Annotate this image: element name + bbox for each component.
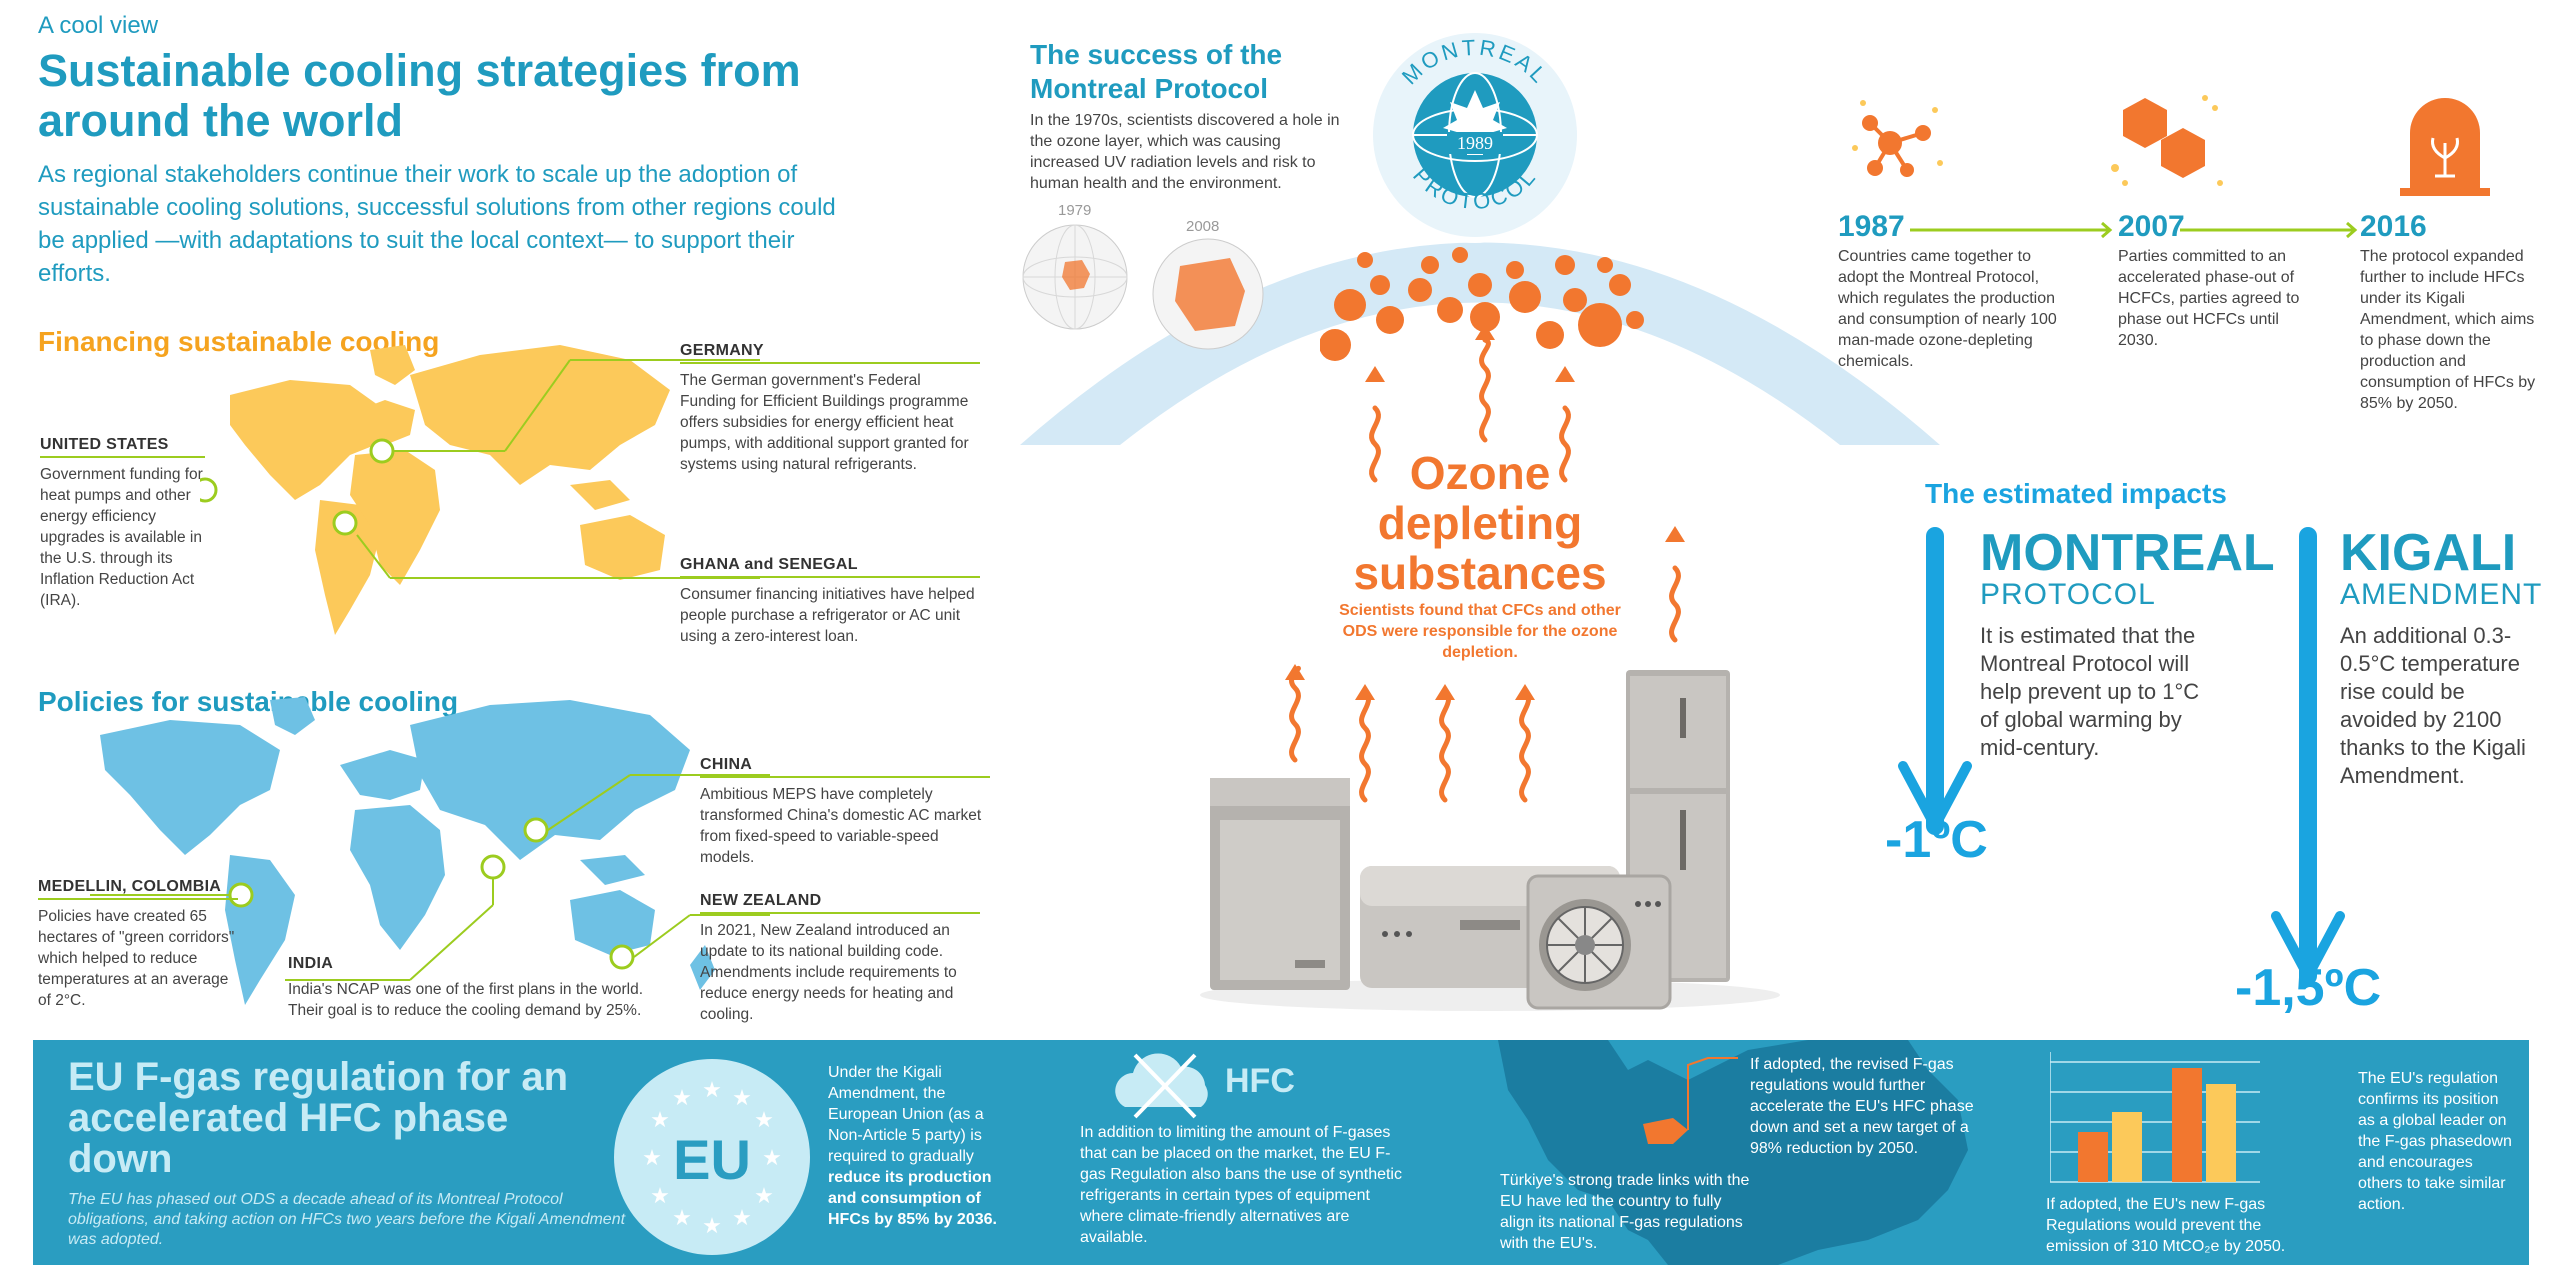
china-name: CHINA [700,756,990,778]
leader-text: The EU's regulation confirms its positio… [2358,1070,2512,1213]
svg-text:★: ★ [672,1085,692,1110]
montreal-title: The success of the Montreal Protocol [1030,39,1283,104]
ods-rising-arrows [1285,330,1685,803]
globe-2008-icon [1152,238,1264,350]
ghana-text: Consumer financing initiatives have help… [680,586,975,645]
svg-text:★: ★ [650,1107,670,1132]
eu-kigali-text-a: Under the Kigali Amendment, the European… [828,1064,984,1165]
kigali-impact-sub: AMENDMENT [2340,578,2543,611]
timeline-year: 2007 [2118,210,2185,243]
policies-world-map [90,697,770,1005]
emissions-bar-chart [2050,1052,2260,1183]
svg-text:★: ★ [754,1107,774,1132]
medellin-name: MEDELLIN, COLOMBIA [38,878,238,900]
kigali-down-arrow-icon [2271,527,2345,985]
eu-kigali-text: Under the Kigali Amendment, the European… [828,1062,1008,1230]
svg-text:★: ★ [650,1183,670,1208]
china-block: CHINA Ambitious MEPS have completely tra… [700,756,990,868]
financing-world-map [200,345,760,635]
eu-title: EU F-gas regulation for an accelerated H… [68,1055,569,1181]
outdoor-ac-unit-icon [1526,874,1672,1010]
revised-regulation-text: If adopted, the revised F-gas regulation… [1750,1056,1974,1157]
timeline-text: Parties committed to an accelerated phas… [2118,248,2300,349]
year-1979-label: 1979 [1058,202,1092,219]
prevent-emission-text: If adopted, the EU's new F-gas Regulatio… [2046,1196,2286,1255]
appliances-illustration [1200,670,1780,1011]
medellin-text: Policies have created 65 hectares of "gr… [38,908,235,1009]
eu-badge-text: EU [673,1128,751,1191]
policies-title: Policies for sustainable cooling [38,686,459,717]
timeline-year: 2016 [2360,210,2427,243]
montreal-down-arrow-icon [1898,527,1972,835]
montreal-impact-head: MONTREAL [1980,524,2275,582]
timeline-text: Countries came together to adopt the Mon… [1838,248,2057,370]
plant-dome-icon [2400,98,2490,196]
eu-italic-note: The EU has phased out ODS a decade ahead… [68,1191,626,1248]
timeline-2016: 2016 The protocol expanded further to in… [2360,210,2545,414]
montreal-impact-temp: -1ºC [1885,811,1988,869]
eu-kigali-text-b: reduce its production and consumption of… [828,1169,997,1228]
ghana-name: GHANA and SENEGAL [680,556,980,578]
svg-text:★: ★ [732,1085,752,1110]
europe-map [1498,1040,1968,1265]
medellin-block: MEDELLIN, COLOMBIA Policies have created… [38,878,238,1011]
hfc-text: In addition to limiting the amount of F-… [1080,1124,1402,1246]
timeline-arrows [1910,221,2358,239]
montreal-intro: In the 1970s, scientists discovered a ho… [1030,112,1340,192]
logo-year: 1989 [1457,133,1493,153]
timeline-text: The protocol expanded further to include… [2360,248,2536,412]
montreal-protocol-logo: 1989 MONTREAL PROTOCOL [1367,27,1583,243]
germany-name: GERMANY [680,342,980,364]
hexagon-molecule-icon [2111,95,2223,186]
ozone-title: Ozone depleting substances [1353,447,1607,599]
globe-1979-icon [1022,224,1128,330]
svg-text:★: ★ [762,1145,782,1170]
svg-text:★: ★ [702,1213,722,1238]
ods-bubbles [1320,247,1644,361]
timeline-year: 1987 [1838,210,1905,243]
india-name: INDIA [288,955,334,972]
nz-name: NEW ZEALAND [700,892,980,914]
nz-block: NEW ZEALAND In 2021, New Zealand introdu… [700,892,980,1025]
china-text: Ambitious MEPS have completely transform… [700,786,982,866]
svg-text:★: ★ [642,1145,662,1170]
intro-paragraph: As regional stakeholders continue their … [38,161,836,287]
hfc-cloud-icon [1115,1053,1208,1119]
turkiye-text: Türkiye's strong trade links with the EU… [1500,1172,1750,1252]
montreal-impact-text: It is estimated that the Montreal Protoc… [1980,623,2200,760]
svg-text:★: ★ [672,1205,692,1230]
ghana-block: GHANA and SENEGAL Consumer financing ini… [680,556,980,647]
kigali-impact-text: An additional 0.3-0.5°C temperature rise… [2340,623,2526,788]
us-name: UNITED STATES [40,436,205,458]
germany-block: GERMANY The German government's Federal … [680,342,980,475]
india-text: India's NCAP was one of the first plans … [288,981,644,1019]
ozone-subtitle: Scientists found that CFCs and other ODS… [1339,602,1621,661]
kigali-impact-head: KIGALI [2340,524,2517,582]
montreal-impact-sub: PROTOCOL [1980,578,2156,611]
eyebrow: A cool view [38,12,159,39]
us-text: Government funding for heat pumps and ot… [40,466,203,609]
molecule-icon [1852,100,1943,177]
timeline-1987: 1987 Countries came together to adopt th… [1838,210,2058,372]
page-title: Sustainable cooling strategies from arou… [38,45,801,146]
timeline-2007: 2007 Parties committed to an accelerated… [2118,210,2313,351]
svg-text:★: ★ [754,1183,774,1208]
eu-badge: ★ ★ ★ ★ ★ ★ ★ ★ ★ ★ ★ ★ EU [614,1059,810,1255]
germany-text: The German government's Federal Funding … [680,372,969,473]
impacts-title: The estimated impacts [1925,478,2227,509]
svg-text:★: ★ [732,1205,752,1230]
hfc-label: HFC [1225,1062,1295,1100]
svg-text:★: ★ [702,1077,722,1102]
us-block: UNITED STATES Government funding for hea… [40,436,205,611]
india-block: INDIA India's NCAP was one of the first … [288,955,678,1021]
year-2008-label: 2008 [1186,218,1220,235]
nz-text: In 2021, New Zealand introduced an updat… [700,922,957,1023]
kigali-impact-temp: -1,5ºC [2235,959,2382,1017]
dishwasher-icon [1210,778,1350,990]
